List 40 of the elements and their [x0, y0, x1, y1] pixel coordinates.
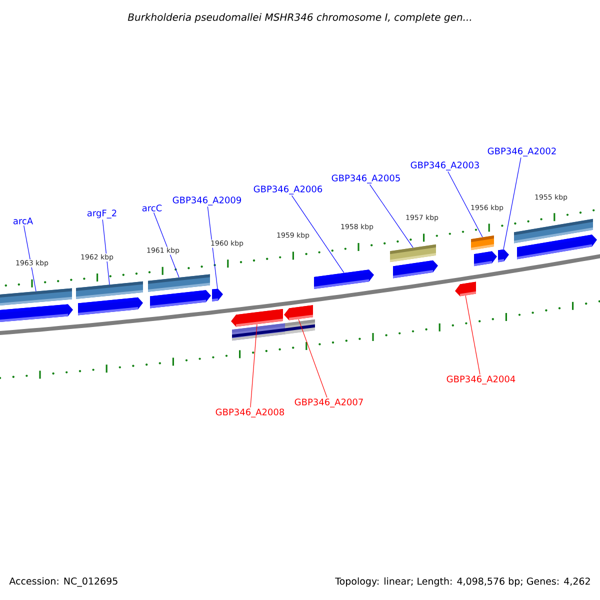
forward-gene-block [212, 288, 223, 302]
forward-gene-block [517, 234, 597, 260]
forward-gene-block [78, 297, 143, 316]
genome-info-text: Topology: linear; Length: 4,098,576 bp; Genes: 4,262 [335, 577, 590, 587]
leader-line [448, 171, 483, 238]
leader-line [102, 219, 110, 285]
gene-box [285, 319, 315, 334]
gene-label: GBP346_A2007 [294, 398, 363, 408]
title: Burkholderia pseudomallei MSHR346 chromosome I, complete gen... [128, 13, 472, 23]
reverse-gene-block [284, 305, 313, 320]
accession-text: Accession: NC_012695 [9, 577, 118, 587]
gene-label: GBP346_A2009 [172, 196, 242, 206]
leader-line [154, 212, 180, 278]
gene-box [76, 281, 143, 299]
gene-box [471, 236, 494, 250]
gene-label: GBP346_A2002 [488, 148, 556, 156]
leader-line [207, 206, 218, 289]
gene-label: arcC [142, 204, 162, 212]
forward-gene-block [498, 249, 509, 262]
leader-line [503, 157, 522, 250]
gene-label: GBP346_A2003 [410, 162, 479, 170]
gene-box [148, 274, 210, 292]
gene-box [390, 244, 436, 262]
forward-gene-block [314, 270, 374, 289]
gene-label: GBP346_A2008 [216, 408, 284, 418]
leader-line [298, 318, 328, 398]
gene-label: argF_2 [87, 210, 116, 218]
leader-line [465, 295, 480, 375]
forward-gene-block [393, 260, 438, 278]
leader-line [370, 184, 414, 248]
leader-line [250, 324, 258, 408]
gene-box [232, 323, 285, 341]
forward-gene-block [0, 304, 73, 322]
reverse-gene-block [455, 282, 476, 296]
gene-box [0, 288, 72, 306]
gene-label: GBP346_A2006 [254, 186, 322, 194]
gene-label: GBP346_A2004 [446, 376, 516, 384]
gene-label: GBP346_A2005 [332, 174, 400, 184]
leader-line [292, 195, 344, 274]
gene-label: arcA [13, 218, 33, 224]
